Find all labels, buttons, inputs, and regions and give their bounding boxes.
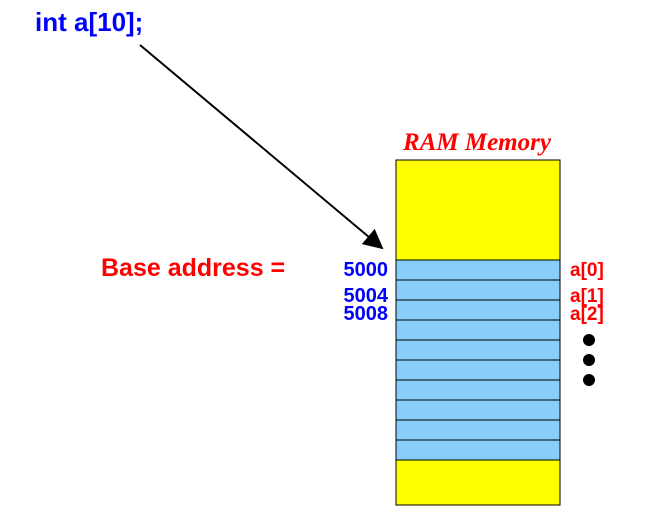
array-cell bbox=[395, 319, 561, 341]
array-cell bbox=[395, 339, 561, 361]
pointer-arrow bbox=[139, 44, 384, 250]
array-cells bbox=[395, 259, 561, 461]
memory-top-region bbox=[395, 159, 561, 261]
ellipsis-dot-3 bbox=[583, 374, 595, 386]
base-address-label: Base address = bbox=[101, 254, 285, 282]
array-cell bbox=[395, 359, 561, 381]
array-cell bbox=[395, 279, 561, 301]
element-label-a1: a[1] bbox=[570, 286, 604, 307]
array-cell bbox=[395, 379, 561, 401]
memory-title: RAM Memory bbox=[402, 129, 552, 156]
array-cell bbox=[395, 299, 561, 321]
element-label-a2: a[2] bbox=[570, 304, 604, 325]
array-cell bbox=[395, 259, 561, 281]
ellipsis-dot-2 bbox=[583, 354, 595, 366]
array-cell bbox=[395, 399, 561, 421]
element-label-a0: a[0] bbox=[570, 260, 604, 281]
declaration-text: int a[10]; bbox=[35, 7, 143, 37]
ellipsis-dot-1 bbox=[583, 334, 595, 346]
memory-bottom-region bbox=[395, 459, 561, 506]
array-cell bbox=[395, 419, 561, 441]
address-label-5008: 5008 bbox=[344, 303, 389, 325]
address-label-5004: 5004 bbox=[344, 285, 389, 307]
address-label-5000: 5000 bbox=[344, 259, 389, 281]
array-cell bbox=[395, 439, 561, 461]
